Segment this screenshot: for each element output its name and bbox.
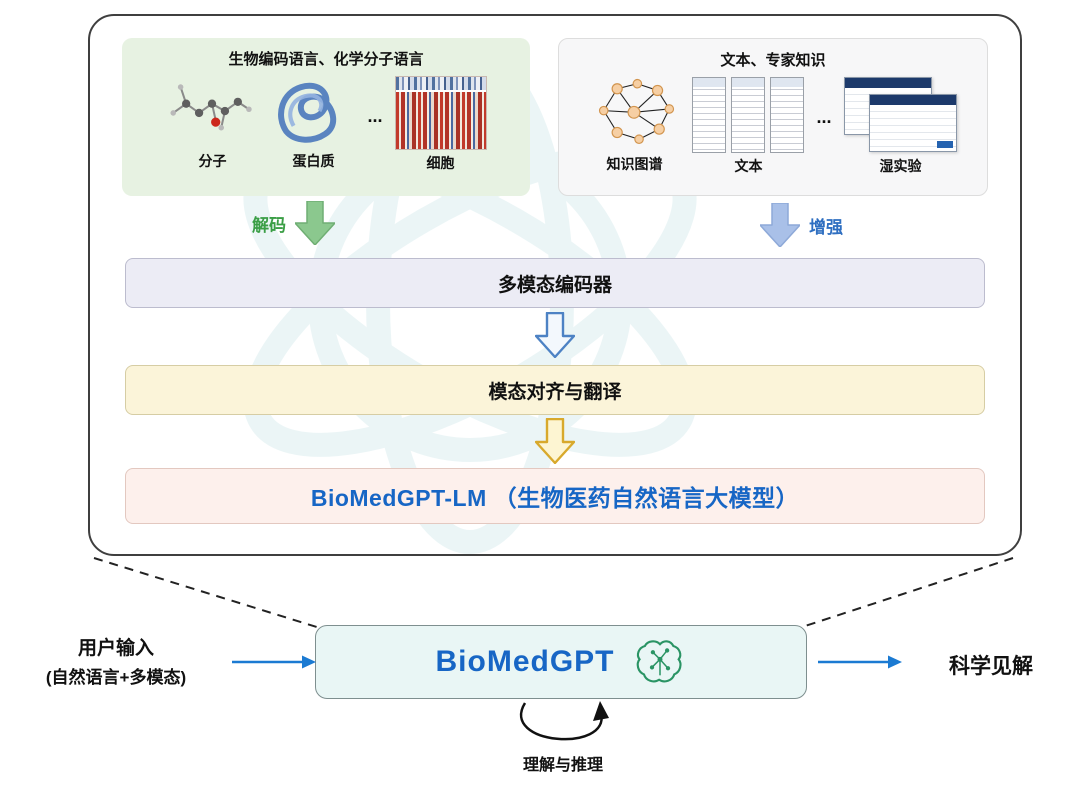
scientific-insight-label: 科学见解 (949, 655, 1033, 678)
reasoning-loop-arrow-icon (520, 701, 609, 741)
documents-image (692, 77, 805, 153)
cell-label: 细胞 (426, 155, 455, 171)
expert-knowledge-media-row: 知识图谱 文本 ... (559, 70, 987, 176)
enhance-arrow-group: 增强 (760, 203, 843, 247)
user-input-line2: (自然语言+多模态) (45, 668, 187, 687)
output-arrow-icon (818, 655, 902, 669)
protein-item: 蛋白质 (271, 76, 355, 171)
wet-lab-screens-image (843, 77, 958, 153)
enhance-arrow-icon (760, 203, 800, 247)
protein-image (278, 82, 337, 143)
screenshot-header-bar (869, 95, 956, 105)
browser-screenshot (868, 94, 957, 152)
modality-alignment-label: 模态对齐与翻译 (488, 381, 622, 403)
enhance-label: 增强 (809, 217, 843, 237)
molecule-label: 分子 (198, 153, 227, 169)
cell-item: 细胞 (394, 76, 487, 173)
knowledge-graph-item: 知识图谱 (588, 77, 680, 174)
reasoning-loop-label: 理解与推理 (522, 757, 603, 774)
decode-label: 解码 (252, 215, 286, 235)
bio-languages-panel: 生物编码语言、化学分子语言 (122, 38, 530, 196)
molecule-item: 分子 (165, 76, 259, 171)
biomedgpt-model-box: BioMedGPT (315, 625, 807, 699)
dashed-connector-right (798, 557, 1014, 629)
input-arrow-icon (232, 655, 316, 669)
document-page (692, 77, 727, 153)
bio-languages-media-row: 分子 蛋白质 ... 细胞 (122, 69, 530, 173)
down-arrow-blue-outline-icon (535, 312, 575, 358)
document-page (770, 77, 805, 153)
expert-knowledge-title: 文本、专家知识 (720, 52, 826, 69)
wet-lab-label: 湿实验 (879, 158, 922, 174)
knowledge-graph-image (599, 78, 675, 145)
document-page (731, 77, 766, 153)
heatmap-body (395, 92, 486, 149)
modality-alignment-bar: 模态对齐与翻译 (125, 365, 985, 415)
user-input-label: 用户输入 (自然语言+多模态) (2, 633, 230, 688)
knowledge-graph-label: 知识图谱 (606, 156, 663, 172)
decode-arrow-group: 解码 (252, 201, 335, 245)
ellipsis-dots: ... (816, 107, 832, 127)
documents-item: 文本 (692, 77, 805, 176)
screenshot-button (936, 141, 953, 148)
screenshot-body (869, 105, 956, 151)
ellipsis-dots: ... (367, 106, 383, 126)
cell-heatmap-image (394, 76, 487, 150)
down-arrow-yellow-outline-icon (535, 418, 575, 464)
heatmap-top-band (395, 77, 486, 92)
decode-arrow-icon (295, 201, 335, 245)
expert-knowledge-panel: 文本、专家知识 (558, 38, 988, 196)
protein-label: 蛋白质 (292, 153, 335, 169)
bio-languages-title: 生物编码语言、化学分子语言 (228, 51, 424, 68)
architecture-frame (88, 14, 1022, 556)
multimodal-encoder-bar: 多模态编码器 (125, 258, 985, 308)
user-input-line1: 用户输入 (77, 638, 154, 659)
wet-lab-item: 湿实验 (843, 77, 958, 176)
biomedgpt-lm-label: BioMedGPT-LM （生物医药自然语言大模型） (310, 485, 800, 511)
dashed-connector-left (93, 557, 321, 629)
biomedgpt-lm-bar: BioMedGPT-LM （生物医药自然语言大模型） (125, 468, 985, 524)
multimodal-encoder-label: 多模态编码器 (497, 274, 612, 296)
circuit-brain-icon (636, 640, 682, 683)
documents-label: 文本 (734, 158, 763, 174)
biomedgpt-model-name: BioMedGPT (435, 645, 615, 678)
screenshot-header-bar (844, 78, 931, 88)
molecule-image (170, 84, 253, 131)
